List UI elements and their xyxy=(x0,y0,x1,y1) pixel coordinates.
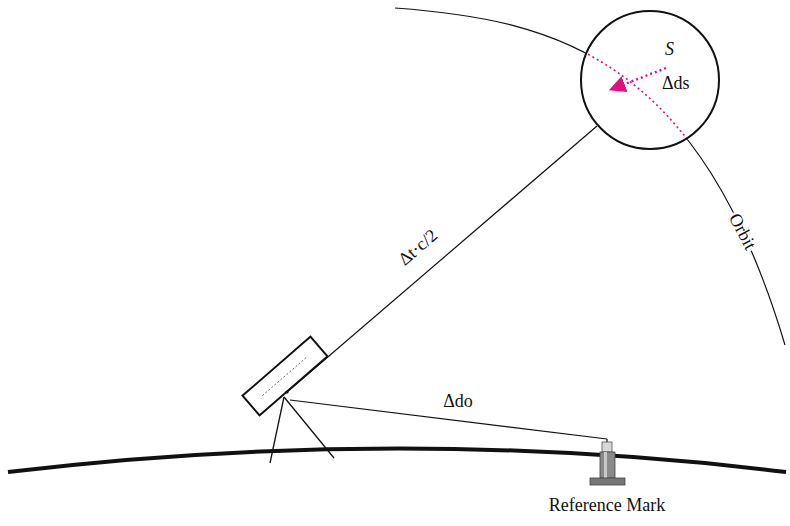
ground-surface xyxy=(8,449,786,473)
range-line xyxy=(287,126,597,392)
circle-outline xyxy=(580,10,720,150)
orbit-segment xyxy=(395,8,785,345)
telescope xyxy=(243,337,328,416)
orbit-arc xyxy=(395,8,785,345)
mount-point xyxy=(285,390,288,393)
offset-label: Δds xyxy=(660,74,692,94)
offset-arrow xyxy=(612,68,666,89)
reference-pillar xyxy=(590,442,625,485)
tripod-leg xyxy=(270,397,284,463)
reference-label: Reference Mark xyxy=(547,496,667,516)
tripod-leg xyxy=(284,397,334,458)
satellite-circle: S Δds xyxy=(580,10,720,150)
satellite-label: S xyxy=(663,40,676,60)
distance-label: Δdo xyxy=(441,392,475,412)
orbit-label: Orbit xyxy=(723,209,760,255)
